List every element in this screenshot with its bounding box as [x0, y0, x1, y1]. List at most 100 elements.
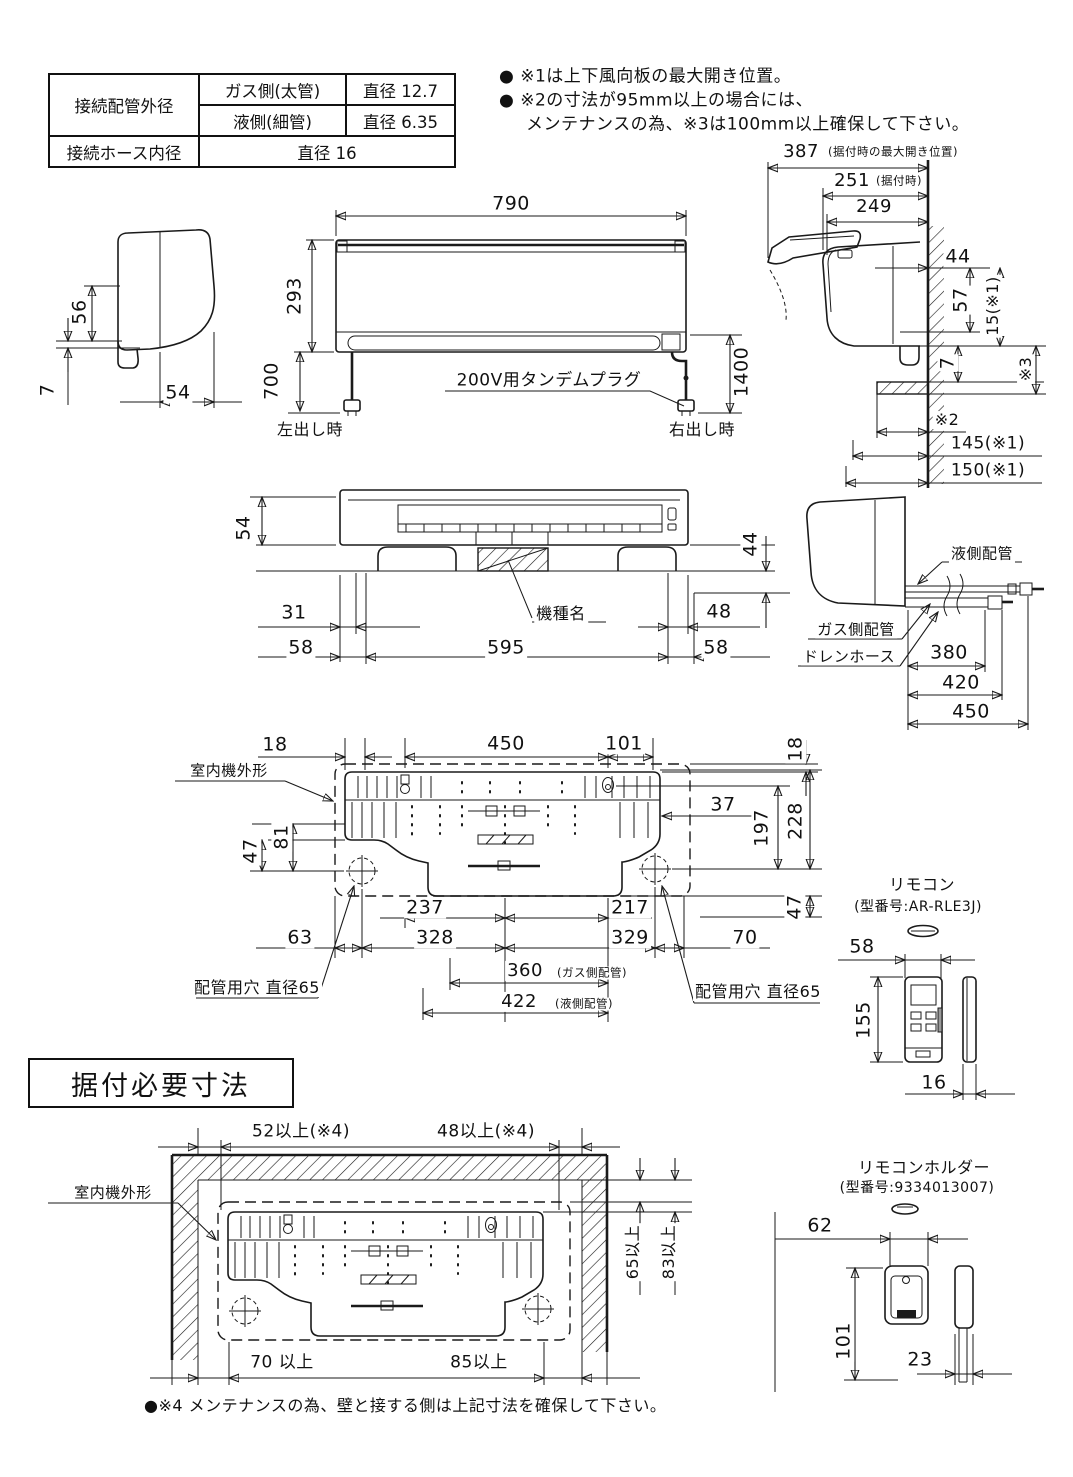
- dim-387: 387: [781, 140, 821, 163]
- spec-row-hose-inner: 接続ホース内径: [48, 135, 200, 168]
- dim-150: 150(※1): [948, 460, 1028, 481]
- holder-side-view: [954, 1265, 974, 1329]
- spec-hose-value: 直径 16: [198, 135, 456, 168]
- label-holder-model: (型番号:9334013007): [837, 1180, 997, 1197]
- dim-44-rear: 44: [739, 529, 762, 559]
- label-remote-holder: リモコンホルダー: [855, 1158, 993, 1178]
- label-pipe-hole-right: 配管用穴 直径65: [693, 982, 823, 1002]
- dim-360-suffix: (ガス側配管): [555, 965, 629, 980]
- dim-note2: ※2: [932, 410, 962, 430]
- label-liquid-pipe: 液側配管: [948, 544, 1016, 563]
- dim-249: 249: [854, 195, 894, 218]
- holder-front-view: [884, 1265, 929, 1325]
- dim-595: 595: [485, 636, 527, 659]
- dim-83-min: 83以上: [659, 1222, 679, 1282]
- dim-48: 48: [704, 600, 734, 623]
- remote-top-view: [907, 924, 939, 938]
- dim-217: 217: [609, 896, 651, 919]
- dim-note3: ※3: [1016, 354, 1036, 384]
- dim-450-plate: 450: [485, 732, 527, 755]
- spec-liquid-value: 直径 6.35: [345, 104, 456, 137]
- air-outlet: [347, 335, 661, 351]
- dim-56: 56: [68, 297, 91, 327]
- left-foot: [377, 546, 457, 571]
- dim-380: 380: [928, 641, 970, 664]
- note-1: ● ※1は上下風向板の最大開き位置。: [497, 66, 794, 87]
- dim-7-wall: 7: [936, 354, 959, 372]
- dim-101-holder: 101: [832, 1320, 855, 1362]
- dim-228: 228: [784, 800, 807, 842]
- install-clearance-view: [48, 1128, 692, 1385]
- dim-23: 23: [905, 1348, 935, 1371]
- dim-450-pipe: 450: [950, 700, 992, 723]
- note-2: ● ※2の寸法が95mm以上の場合には、: [497, 90, 816, 111]
- indoor-unit-outline-dashed-2: [217, 1201, 571, 1341]
- dim-420: 420: [940, 671, 982, 694]
- dim-58-left: 58: [286, 636, 316, 659]
- dim-37: 37: [708, 793, 738, 816]
- pipe-spec-table: 接続配管外径 ガス側(太管) 直径 12.7 液側(細管) 直径 6.35 接続…: [48, 73, 456, 168]
- right-power-cord: [670, 351, 688, 400]
- label-right-out: 右出し時: [666, 420, 738, 440]
- dim-44-wall: 44: [943, 245, 973, 268]
- dim-15-note1: 15(※1): [983, 274, 1003, 338]
- label-indoor-outline-2: 室内機外形: [72, 1183, 154, 1202]
- dim-422: 422: [499, 990, 539, 1013]
- spec-gas-side: ガス側(太管): [198, 73, 347, 106]
- dim-54-left: 54: [163, 381, 193, 404]
- dim-700: 700: [260, 360, 283, 402]
- dim-422-suffix: (液側配管): [553, 996, 615, 1011]
- dim-18-left: 18: [260, 733, 290, 756]
- label-drain-hose: ドレンホース: [800, 647, 898, 666]
- dim-54-rear: 54: [232, 513, 255, 543]
- remote-side-view: [962, 976, 977, 1063]
- dim-47-plate-left: 47: [239, 836, 262, 866]
- dim-155: 155: [852, 999, 875, 1041]
- note-3: メンテナンスの為、※3は100mm以上確保して下さい。: [524, 114, 972, 135]
- label-left-out: 左出し時: [274, 420, 346, 440]
- left-side-view: [56, 229, 242, 408]
- label-pipe-hole-left: 配管用穴 直径65: [192, 978, 322, 998]
- indoor-unit-outline-dashed: [334, 763, 691, 897]
- dim-329: 329: [609, 926, 651, 949]
- right-foot: [617, 546, 677, 571]
- dim-16: 16: [919, 1071, 949, 1094]
- dim-145: 145(※1): [948, 433, 1028, 454]
- dim-31: 31: [279, 601, 309, 624]
- dim-18-right: 18: [784, 734, 807, 764]
- dim-47-plate-right: 47: [783, 892, 806, 922]
- dim-62: 62: [805, 1214, 835, 1237]
- dim-197: 197: [750, 807, 773, 849]
- dim-57: 57: [949, 285, 972, 315]
- remote-holder-view: [774, 1203, 1012, 1392]
- label-gas-pipe: ガス側配管: [815, 620, 897, 639]
- dim-293: 293: [283, 275, 306, 317]
- label-model-name: 機種名: [534, 604, 588, 624]
- dim-101-plate: 101: [603, 732, 645, 755]
- rear-view: [250, 489, 790, 664]
- dim-251: 251: [832, 169, 872, 192]
- dim-52-min: 52以上(※4): [250, 1121, 352, 1142]
- dim-48-min: 48以上(※4): [435, 1121, 537, 1142]
- label-remote: リモコン: [886, 875, 958, 895]
- label-tandem-plug: 200V用タンデムプラグ: [454, 370, 644, 391]
- spec-gas-value: 直径 12.7: [345, 73, 456, 106]
- dim-58-remote: 58: [847, 935, 877, 958]
- open-flap: [767, 230, 862, 265]
- label-indoor-outline-1: 室内機外形: [188, 761, 270, 780]
- spec-row-pipe-outer: 接続配管外径: [48, 73, 200, 137]
- dim-1400: 1400: [730, 344, 753, 400]
- dim-70: 70: [730, 926, 760, 949]
- remote-display: [910, 984, 937, 1006]
- dim-63: 63: [285, 926, 315, 949]
- dim-360: 360: [505, 959, 545, 982]
- note-4: ●※4 メンテナンスの為、壁と接する側は上記寸法を確保して下さい。: [142, 1396, 669, 1416]
- front-view: [288, 210, 742, 416]
- dim-81: 81: [270, 822, 293, 852]
- shelf: [876, 381, 929, 395]
- dim-85-min: 85以上: [448, 1352, 510, 1373]
- dim-65-min: 65以上: [623, 1222, 643, 1282]
